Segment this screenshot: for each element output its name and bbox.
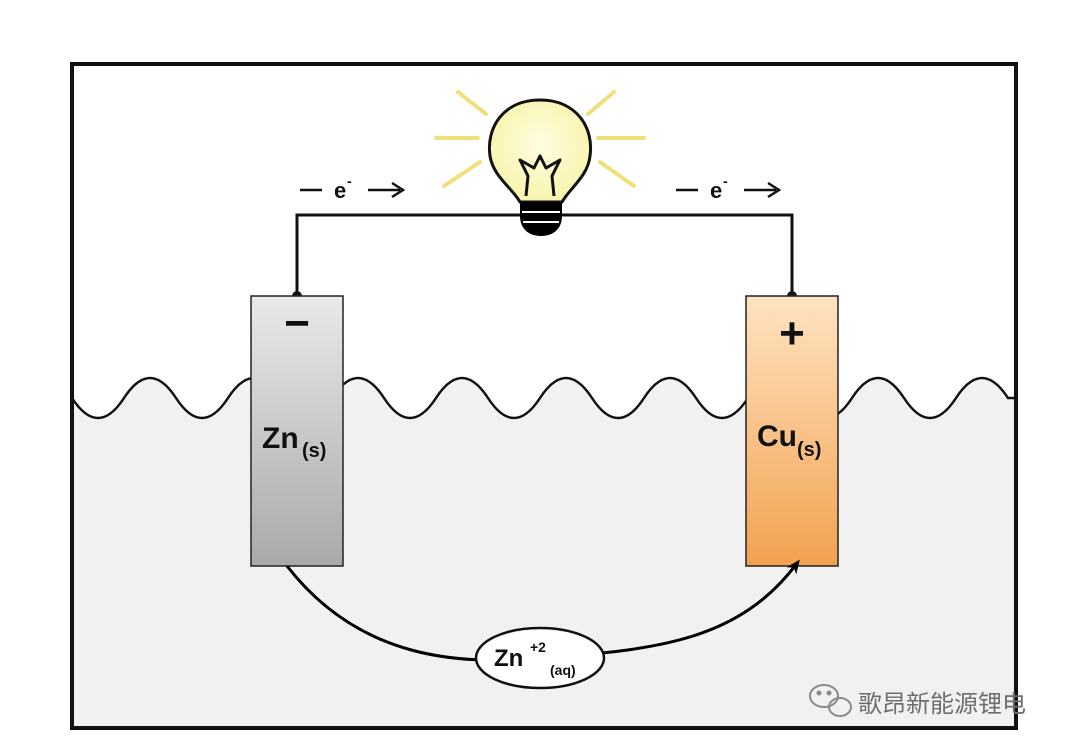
ion-label: Zn [494, 645, 523, 672]
cathode-label: Cu [757, 420, 797, 453]
ion-label-bubble: Zn +2 (aq) [474, 626, 606, 690]
ion-state: (aq) [550, 662, 576, 678]
bulb-rays [434, 90, 646, 188]
anode-label: Zn [262, 422, 299, 455]
anode-sign: − [284, 299, 310, 348]
liquid-surface-line [70, 376, 1016, 420]
arrow-right-icon [368, 181, 406, 199]
electron-charge-right: - [723, 173, 728, 189]
light-bulb-icon [434, 90, 646, 236]
copper-electrode: + Cu (s) [745, 295, 839, 567]
bulb-filament [518, 154, 562, 197]
ion-charge: +2 [530, 639, 546, 655]
cathode-state: (s) [797, 439, 821, 461]
watermark: 歌昂新能源锂电 [809, 684, 1026, 718]
bulb-glass [487, 98, 593, 204]
electron-label-right: e [710, 178, 722, 203]
electron-charge-left: - [347, 173, 352, 189]
electron-flow-right: e - [676, 173, 782, 203]
electron-flow-left: e - [300, 173, 406, 203]
cathode-sign: + [779, 309, 805, 358]
wechat-logo-icon [809, 684, 852, 717]
zinc-electrode: − Zn (s) [250, 295, 344, 567]
beaker-frame [70, 62, 1018, 730]
anode-state: (s) [302, 440, 326, 462]
watermark-text: 歌昂新能源锂电 [858, 690, 1026, 718]
electron-label-left: e [334, 178, 346, 203]
bulb-base [520, 202, 562, 236]
arrow-right-icon [744, 181, 782, 199]
